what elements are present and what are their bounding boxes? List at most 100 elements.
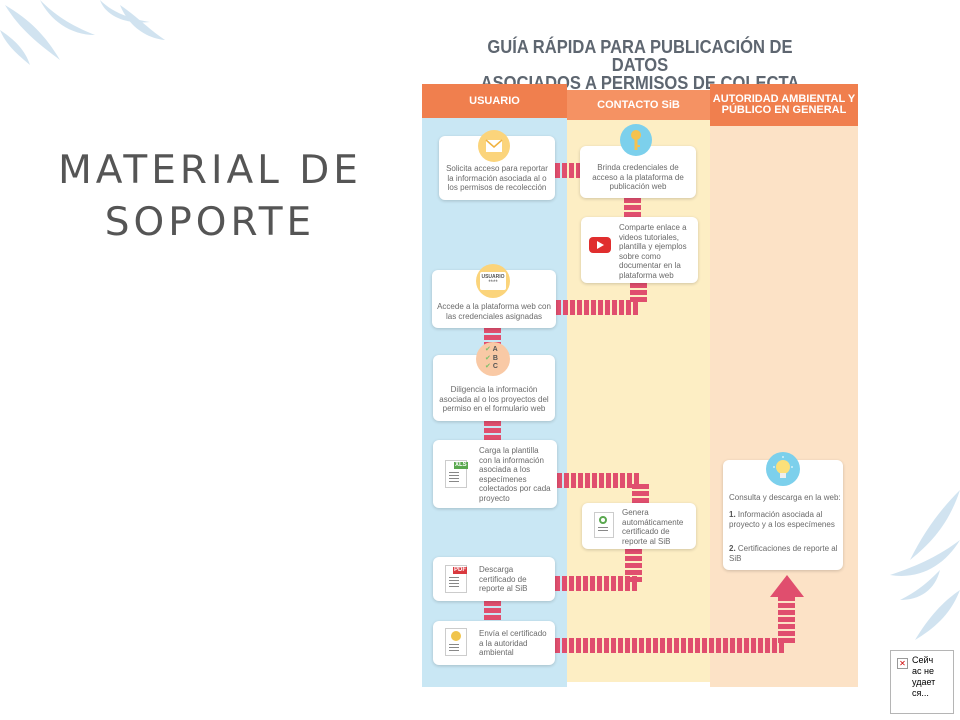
step-text: Solicita acceso para reportar la informa… xyxy=(446,164,548,192)
path-tile xyxy=(578,473,583,488)
step-card-comparte-enlace: Comparte enlace a videos tutoriales, pla… xyxy=(581,217,698,283)
path-tile xyxy=(633,300,638,315)
final-card-heading: Consulta y descarga en la web: xyxy=(729,493,841,502)
path-tile xyxy=(583,638,588,653)
path-tile xyxy=(584,300,589,315)
path-tile xyxy=(632,638,637,653)
path-tile xyxy=(484,421,501,426)
path-tile xyxy=(605,300,610,315)
broken-image-text-4: ся... xyxy=(912,688,929,698)
path-tile xyxy=(639,638,644,653)
path-tile xyxy=(624,205,641,210)
path-tile xyxy=(613,473,618,488)
path-tile xyxy=(562,638,567,653)
path-tile xyxy=(611,638,616,653)
path-tile xyxy=(484,601,501,606)
path-tile xyxy=(562,576,567,591)
check-item-b: B xyxy=(492,354,498,362)
final-card-item-2-num: 2. xyxy=(729,544,736,553)
path-tile xyxy=(625,570,642,575)
arrow-head-up xyxy=(770,575,804,597)
path-tile xyxy=(570,300,575,315)
path-tile xyxy=(619,300,624,315)
path-tile xyxy=(737,638,742,653)
column-header-contacto: CONTACTO SiB xyxy=(567,90,710,120)
path-tile xyxy=(618,576,623,591)
path-tile xyxy=(557,473,562,488)
path-tile xyxy=(778,638,795,643)
corner-foliage-top-left xyxy=(0,0,165,65)
path-tile xyxy=(630,297,647,302)
login-credentials-icon: USUARIO **** xyxy=(476,264,510,298)
path-tile xyxy=(626,300,631,315)
path-tile xyxy=(716,638,721,653)
path-tile xyxy=(627,473,632,488)
step-card-descarga-certificado: PDF Descarga certificado de reporte al S… xyxy=(433,557,555,601)
path-tile xyxy=(555,638,560,653)
path-tile xyxy=(630,283,647,288)
path-tile xyxy=(484,328,501,333)
check-item-c: C xyxy=(492,363,498,370)
path-tile xyxy=(778,603,795,608)
step-text: Comparte enlace a videos tutoriales, pla… xyxy=(619,223,687,280)
path-tile xyxy=(674,638,679,653)
path-tile xyxy=(624,212,641,217)
path-tile xyxy=(765,638,770,653)
slide-title: MATERIAL DE SOPORTE xyxy=(58,148,362,245)
path-tile xyxy=(576,163,581,178)
path-tile xyxy=(758,638,763,653)
xls-file-tag: XLS xyxy=(454,462,468,469)
path-tile xyxy=(751,638,756,653)
path-tile xyxy=(778,617,795,622)
checklist-icon: ✔ A ✔ B ✔ C xyxy=(476,342,510,376)
path-tile xyxy=(604,638,609,653)
path-tile xyxy=(625,576,630,591)
path-tile xyxy=(695,638,700,653)
path-tile xyxy=(599,473,604,488)
step-card-envia-certificado: Envía el certificado a la autoridad ambi… xyxy=(433,621,555,665)
path-tile xyxy=(576,576,581,591)
path-tile xyxy=(618,638,623,653)
step-text: Brinda credenciales de acceso a la plata… xyxy=(592,163,684,191)
path-tile xyxy=(576,638,581,653)
path-tile xyxy=(571,473,576,488)
path-tile xyxy=(778,631,795,636)
column-header-autoridad-label-2: PÚBLICO EN GENERAL xyxy=(721,104,847,116)
step-text: Diligencia la información asociada al o … xyxy=(439,385,549,413)
column-header-usuario-label: USUARIO xyxy=(469,94,520,107)
path-tile xyxy=(625,638,630,653)
path-tile xyxy=(688,638,693,653)
lightbulb-icon xyxy=(766,452,800,486)
corner-foliage-bottom-right xyxy=(890,490,960,640)
final-card-item-2-text: Certificaciones de reporte al SiB xyxy=(729,544,838,563)
step-text: Genera automáticamente certificado de re… xyxy=(622,508,684,546)
path-tile xyxy=(611,576,616,591)
path-tile xyxy=(484,335,501,340)
path-tile xyxy=(772,638,777,653)
path-tile xyxy=(681,638,686,653)
pdf-file-tag: PDF xyxy=(453,567,467,574)
xls-file-icon: XLS xyxy=(445,460,468,488)
check-item-a: A xyxy=(492,346,498,353)
path-tile xyxy=(778,596,795,601)
path-tile xyxy=(606,473,611,488)
column-header-usuario: USUARIO xyxy=(422,84,567,118)
column-header-contacto-label: CONTACTO SiB xyxy=(597,98,680,111)
path-tile xyxy=(583,576,588,591)
path-tile xyxy=(555,163,560,178)
path-tile xyxy=(590,638,595,653)
final-card-item-1-text: Información asociada al proyecto y a los… xyxy=(729,510,835,529)
path-tile xyxy=(632,576,637,591)
path-tile xyxy=(484,608,501,613)
path-tile xyxy=(612,300,617,315)
path-tile xyxy=(778,624,795,629)
path-tile xyxy=(556,300,561,315)
pdf-file-icon: PDF xyxy=(445,565,467,593)
path-tile xyxy=(585,473,590,488)
path-tile xyxy=(624,198,641,203)
broken-image-text-1: Сейч xyxy=(912,655,934,665)
path-tile xyxy=(667,638,672,653)
video-play-icon xyxy=(589,237,611,253)
certificate-doc-icon xyxy=(594,512,614,538)
